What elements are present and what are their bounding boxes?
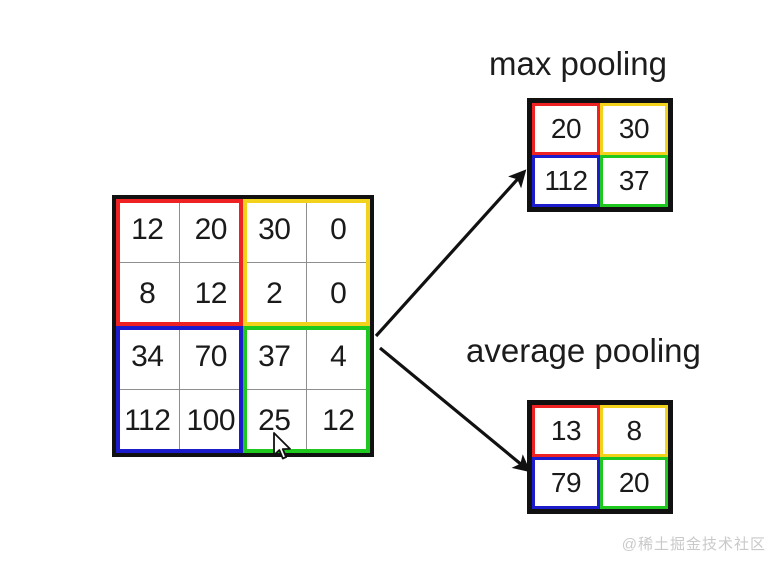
max-pooling-output-grid: 20 30 112 37 (527, 98, 673, 212)
input-cell: 34 (116, 326, 180, 390)
input-cell: 12 (116, 199, 180, 263)
input-feature-map-grid: 12 20 30 0 8 12 2 0 34 70 37 4 112 100 2… (112, 195, 374, 457)
input-cell: 100 (180, 389, 243, 453)
average-output-cell: 20 (600, 457, 668, 509)
input-cell: 20 (179, 199, 243, 263)
input-cell: 0 (306, 263, 370, 326)
input-cell: 12 (179, 262, 243, 326)
average-pooling-title: average pooling (466, 332, 701, 369)
input-cell: 12 (322, 404, 355, 438)
input-cell: 37 (243, 326, 307, 390)
arrow-to-max-pooling (374, 169, 527, 338)
average-output-cell: 13 (532, 405, 600, 457)
max-pooling-title: max pooling (489, 45, 667, 82)
input-cell: 0 (306, 199, 370, 263)
max-output-cell: 112 (532, 155, 600, 207)
input-cell: 70 (179, 326, 243, 390)
input-cell: 2 (243, 262, 307, 326)
input-cell: 4 (306, 326, 370, 390)
input-cell: 8 (116, 262, 180, 326)
max-output-cell: 20 (532, 103, 600, 155)
input-cell: 25 (243, 389, 307, 453)
input-cell: 30 (243, 199, 307, 263)
input-cell: 112 (116, 389, 180, 453)
average-output-cell: 8 (600, 405, 668, 457)
average-pooling-output-grid: 13 8 79 20 (527, 400, 673, 514)
watermark-text: @稀土掘金技术社区 (621, 536, 766, 553)
max-output-cell: 30 (600, 103, 668, 155)
max-output-cell: 37 (600, 155, 668, 207)
mouse-pointer-icon (273, 432, 291, 460)
average-output-cell: 79 (532, 457, 600, 509)
